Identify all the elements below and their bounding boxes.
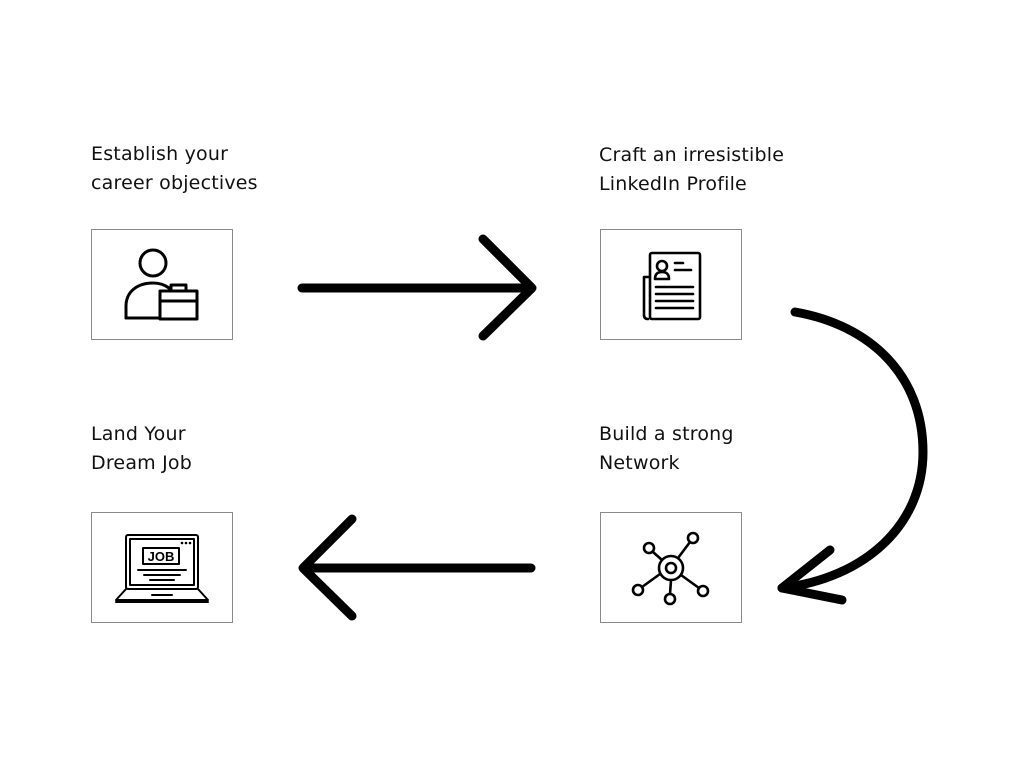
step-label-line: Establish your (91, 143, 229, 165)
arrow-right-icon (297, 234, 537, 341)
network-nodes-icon (631, 531, 710, 605)
step-label-line: career objectives (91, 172, 258, 194)
profile-document-icon (642, 251, 702, 320)
step-box-network (600, 512, 742, 623)
step-label-line: Network (599, 452, 680, 474)
laptop-job-icon: JOB (115, 533, 209, 603)
step-label-line: Dream Job (91, 452, 192, 474)
step-label-network: Build a strong Network (599, 420, 734, 478)
step-label-line: Build a strong (599, 423, 734, 445)
arrow-left-icon (298, 514, 536, 621)
step-label-line: LinkedIn Profile (599, 173, 747, 195)
step-label-profile: Craft an irresistible LinkedIn Profile (599, 141, 784, 199)
step-box-objectives (91, 229, 233, 340)
step-box-profile (600, 229, 742, 340)
step-label-job: Land Your Dream Job (91, 420, 192, 478)
step-label-line: Craft an irresistible (599, 144, 785, 166)
step-label-objectives: Establish your career objectives (91, 140, 258, 198)
step-box-job: JOB (91, 512, 233, 623)
curved-arrow-down-icon (777, 307, 928, 605)
job-text: JOB (148, 549, 175, 564)
step-label-line: Land Your (91, 423, 186, 445)
user-briefcase-icon (124, 248, 199, 320)
